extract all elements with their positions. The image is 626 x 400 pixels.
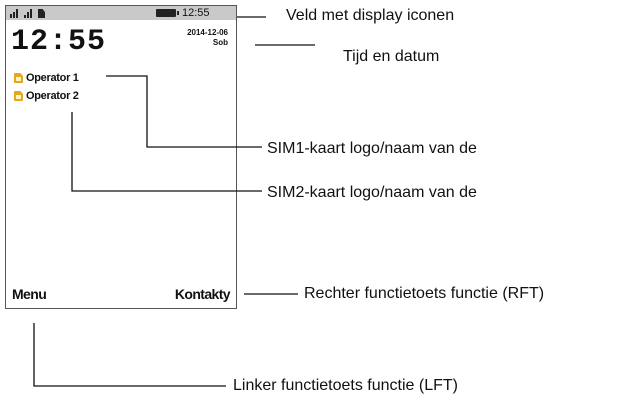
status-bar: 12:55: [6, 6, 236, 20]
callout-display-icons: Veld met display iconen: [286, 7, 455, 24]
callout-rft: Rechter functietoets functie (RFT): [304, 285, 545, 302]
callout-lft: Linker functietoets functie (LFT): [233, 377, 458, 394]
battery-icon: [156, 9, 179, 17]
sim2-icon: [14, 91, 23, 101]
operator-1: Operator 1: [14, 72, 79, 84]
callout-sim1: SIM1-kaart logo/naam van de: [267, 140, 477, 157]
softkey-left[interactable]: Menu: [12, 286, 47, 302]
line-sim1: [106, 75, 262, 148]
line-lft: [33, 323, 226, 387]
day: Sob: [212, 38, 228, 47]
callout-sim2: SIM2-kaart logo/naam van de: [267, 184, 477, 201]
operator-2-label: Operator 2: [26, 90, 79, 102]
operator-2: Operator 2: [14, 90, 79, 102]
document-icon: [38, 9, 45, 18]
status-time: 12:55: [182, 7, 210, 19]
callout-time-date: Tijd en datum: [343, 48, 440, 65]
date: 2014-12-06: [187, 28, 228, 37]
softkey-right[interactable]: Kontakty: [174, 286, 231, 302]
sim1-icon: [14, 73, 23, 83]
phone-screen: 12:55 12:55 2014-12-06 Sob Operator 1 Op…: [5, 5, 237, 309]
line-sim2: [71, 112, 262, 192]
clock: 12:55: [11, 25, 107, 59]
signal-2-icon: [24, 9, 34, 18]
operator-1-label: Operator 1: [26, 72, 79, 84]
signal-1-icon: [10, 9, 20, 18]
date-block: 2014-12-06 Sob: [187, 28, 228, 48]
